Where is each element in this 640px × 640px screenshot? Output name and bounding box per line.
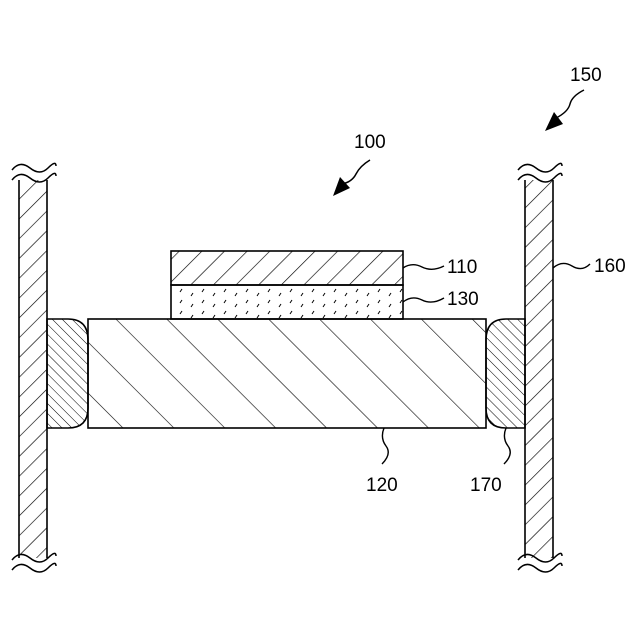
leader-110 <box>403 265 444 270</box>
label-150: 150 <box>570 65 602 86</box>
middle-layer <box>171 285 403 319</box>
label-120: 120 <box>366 475 398 496</box>
arrow-100 <box>333 160 370 196</box>
main-bar <box>88 319 486 428</box>
top-layer <box>171 251 403 285</box>
label-160: 160 <box>594 256 626 277</box>
leader-120 <box>382 428 388 464</box>
label-100: 100 <box>354 132 386 153</box>
label-110: 110 <box>447 257 477 278</box>
leader-160 <box>553 263 590 268</box>
label-170: 170 <box>470 475 502 496</box>
leader-170 <box>504 428 510 464</box>
right-joint <box>486 319 525 428</box>
arrow-150 <box>545 90 584 131</box>
leader-130 <box>403 298 444 302</box>
left-joint <box>47 319 88 428</box>
label-130: 130 <box>447 289 479 310</box>
